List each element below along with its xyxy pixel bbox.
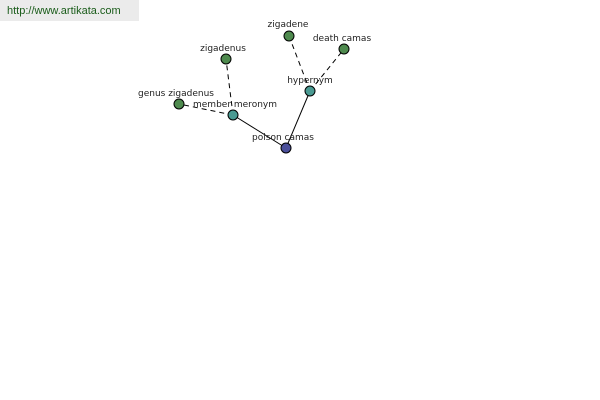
edge-center-hypernym [285, 90, 311, 149]
node-genus-zigadenus[interactable] [173, 98, 185, 110]
edge-member-meronym-zigadenus [225, 58, 234, 116]
label-poison-camas: poison camas [252, 133, 314, 143]
node-member-meronym[interactable] [227, 109, 239, 121]
node-zigadene[interactable] [283, 30, 295, 42]
label-member-meronym: member meronym [193, 100, 277, 110]
edge-hypernym-zigadene [288, 35, 311, 92]
source-url-watermark[interactable]: http://www.artikata.com [0, 0, 139, 21]
label-hypernym: hypernym [287, 76, 333, 86]
label-genus-zigadenus: genus zigadenus [138, 89, 214, 99]
node-hypernym[interactable] [304, 85, 316, 97]
label-zigadene: zigadene [268, 20, 309, 30]
node-poison-camas[interactable] [280, 142, 292, 154]
node-death-camas[interactable] [338, 43, 350, 55]
label-zigadenus: zigadenus [200, 44, 246, 54]
edge-member-meronym-genus-zigadenus [178, 103, 234, 116]
edge-center-member-meronym [232, 114, 287, 149]
node-zigadenus[interactable] [220, 53, 232, 65]
edge-hypernym-death-camas [309, 48, 345, 92]
label-death-camas: death camas [313, 34, 372, 44]
